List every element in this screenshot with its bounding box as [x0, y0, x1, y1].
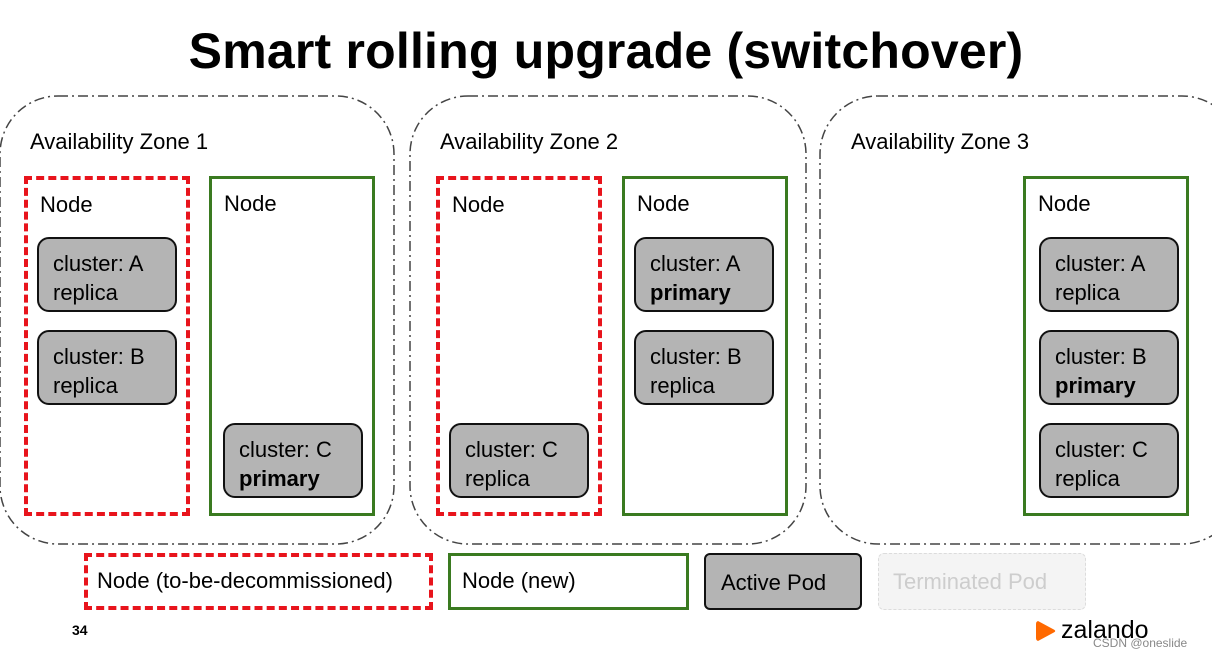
- pod-role: replica: [650, 373, 715, 398]
- zone-outline-1: [0, 95, 395, 545]
- pod-cluster: cluster: C: [465, 437, 558, 462]
- legend-active-pod: Active Pod: [704, 553, 862, 610]
- pod-zone1-cluster-c: cluster: C primary: [223, 423, 363, 498]
- zalando-logo: zalando: [1035, 616, 1149, 645]
- pod-zone2-cluster-c: cluster: C replica: [449, 423, 589, 498]
- pod-role: primary: [239, 466, 320, 491]
- slide-title: Smart rolling upgrade (switchover): [188, 23, 1024, 79]
- pod-role: primary: [650, 280, 731, 305]
- pod-cluster: cluster: A: [53, 251, 144, 276]
- zone-1-node-old: Node cluster: A replica cluster: B repli…: [24, 176, 190, 516]
- zalando-logo-icon: [1036, 620, 1056, 641]
- zone-3-node-new: Node cluster: A replica cluster: B prima…: [1023, 176, 1189, 516]
- pod-zone1-cluster-b: cluster: B replica: [37, 330, 177, 405]
- pod-cluster: cluster: A: [1055, 251, 1146, 276]
- pod-zone3-cluster-c: cluster: C replica: [1039, 423, 1179, 498]
- pod-cluster: cluster: A: [650, 251, 741, 276]
- zone-2-node-old: Node cluster: C replica: [436, 176, 602, 516]
- zone-3-label: Availability Zone 3: [851, 129, 1030, 154]
- zone-outline-3: [819, 95, 1212, 545]
- watermark: CSDN @oneslide: [1093, 636, 1188, 650]
- pod-cluster: cluster: B: [53, 344, 145, 369]
- node-label: Node: [224, 191, 277, 216]
- zone-1-node-new: Node cluster: C primary: [209, 176, 375, 516]
- pod-cluster: cluster: C: [1055, 437, 1148, 462]
- pod-role: replica: [1055, 466, 1120, 491]
- pod-zone3-cluster-a: cluster: A replica: [1039, 237, 1179, 312]
- node-label: Node: [1038, 191, 1091, 216]
- pod-role: replica: [1055, 280, 1120, 305]
- node-label: Node: [637, 191, 690, 216]
- node-label: Node: [40, 192, 93, 217]
- pod-cluster: cluster: B: [650, 344, 742, 369]
- zone-2-label: Availability Zone 2: [440, 129, 619, 154]
- pod-cluster: cluster: B: [1055, 344, 1147, 369]
- zone-2-node-new: Node cluster: A primary cluster: B repli…: [622, 176, 788, 516]
- pod-role: replica: [53, 280, 118, 305]
- pod-cluster: cluster: C: [239, 437, 332, 462]
- legend-new-node: Node (new): [448, 553, 689, 610]
- pod-zone1-cluster-a: cluster: A replica: [37, 237, 177, 312]
- pod-zone2-cluster-b: cluster: B replica: [634, 330, 774, 405]
- pod-zone2-cluster-a: cluster: A primary: [634, 237, 774, 312]
- legend-terminated-pod: Terminated Pod: [878, 553, 1086, 610]
- brand-name: zalando: [1061, 616, 1149, 644]
- pod-role: replica: [53, 373, 118, 398]
- page-number: 34: [72, 622, 88, 638]
- pod-zone3-cluster-b: cluster: B primary: [1039, 330, 1179, 405]
- node-label: Node: [452, 192, 505, 217]
- legend-old-node: Node (to-be-decommissioned): [84, 553, 433, 610]
- zone-outline-2: [409, 95, 807, 545]
- zone-1-label: Availability Zone 1: [30, 129, 209, 154]
- pod-role: replica: [465, 466, 530, 491]
- pod-role: primary: [1055, 373, 1136, 398]
